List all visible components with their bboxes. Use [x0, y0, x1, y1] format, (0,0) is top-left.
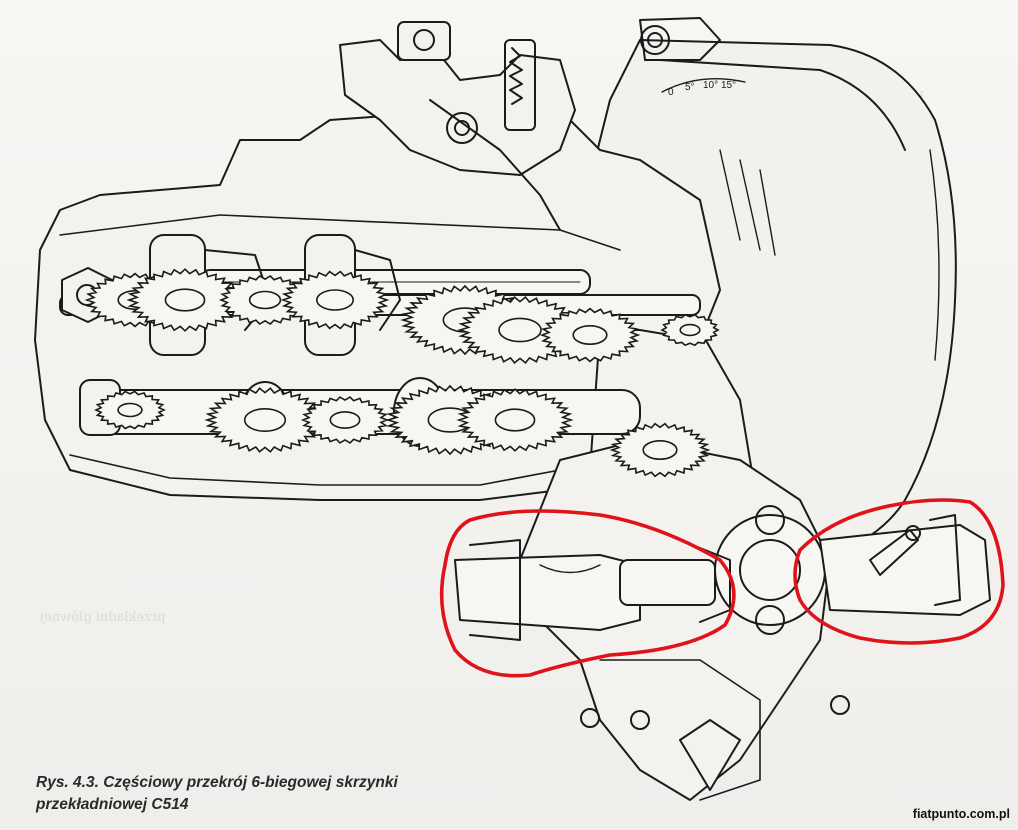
scale-label: 0 — [668, 87, 674, 98]
left-driveshaft-flange-highlight — [439, 509, 736, 678]
housing-bolt — [830, 695, 850, 715]
mount-ear — [639, 17, 721, 61]
gear-hub — [329, 411, 361, 429]
differential-pinion — [755, 505, 785, 535]
left-side-gear — [699, 547, 731, 623]
gear-hub — [642, 439, 678, 460]
shift-fork — [354, 249, 401, 331]
caption-line-2: przekładniowej C514 — [36, 796, 189, 813]
right-output-flange — [819, 524, 991, 616]
gear-hub — [494, 408, 536, 432]
gear-hub — [315, 289, 354, 311]
caption-line-1: Rys. 4.3. Częściowy przekrój 6-biegowej … — [36, 774, 398, 791]
gear-hub — [679, 323, 701, 337]
right-driveshaft-flange-highlight — [793, 498, 1005, 645]
shift-tower — [397, 21, 451, 61]
mount-hole — [640, 25, 670, 55]
gear-hub — [572, 324, 608, 345]
driveshaft-stub — [869, 529, 919, 576]
left-output-flange — [454, 554, 641, 631]
scale-label: 5° — [685, 82, 695, 93]
figure-caption: Rys. 4.3. Częściowy przekrój 6-biegowej … — [36, 772, 596, 816]
gear-hub — [248, 290, 282, 310]
source-watermark[interactable]: fiatpunto.com.pl — [912, 807, 1010, 821]
differential-pinion — [755, 605, 785, 635]
detent-spring — [509, 47, 523, 105]
housing-bolt — [630, 710, 650, 730]
gear-hub — [164, 288, 206, 312]
selector-lever-pivot — [446, 112, 478, 144]
gear-hub — [498, 317, 542, 343]
angle-scale-arc — [661, 78, 746, 93]
scale-label: 10° — [703, 80, 718, 91]
gear-hub — [243, 407, 287, 432]
housing-bolt — [580, 708, 600, 728]
gear-hub — [117, 402, 143, 418]
scale-label: 15° — [721, 80, 736, 91]
